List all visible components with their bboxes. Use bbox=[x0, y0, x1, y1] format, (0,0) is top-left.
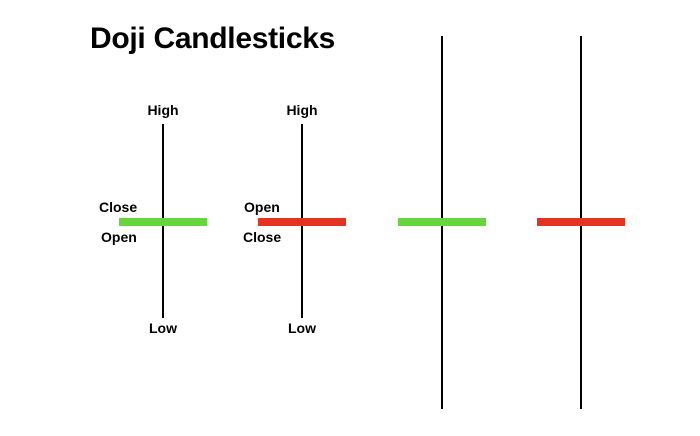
doji-body-green bbox=[398, 218, 486, 226]
label-open: Open bbox=[244, 199, 280, 215]
label-high: High bbox=[286, 102, 317, 118]
candle-red-doji-labeled: High Open Close Low bbox=[243, 102, 346, 336]
candle-green-doji-long-legged bbox=[398, 36, 486, 409]
page-title: Doji Candlesticks bbox=[90, 22, 335, 55]
label-open: Open bbox=[101, 229, 137, 245]
doji-body-green bbox=[119, 218, 207, 226]
label-close: Close bbox=[243, 229, 281, 245]
label-close: Close bbox=[99, 199, 137, 215]
doji-body-red bbox=[258, 218, 346, 226]
candle-green-doji-labeled: High Close Open Low bbox=[99, 102, 207, 336]
label-low: Low bbox=[288, 320, 316, 336]
label-high: High bbox=[147, 102, 178, 118]
doji-body-red bbox=[537, 218, 625, 226]
label-low: Low bbox=[149, 320, 177, 336]
candle-red-doji-long-legged bbox=[537, 36, 625, 409]
